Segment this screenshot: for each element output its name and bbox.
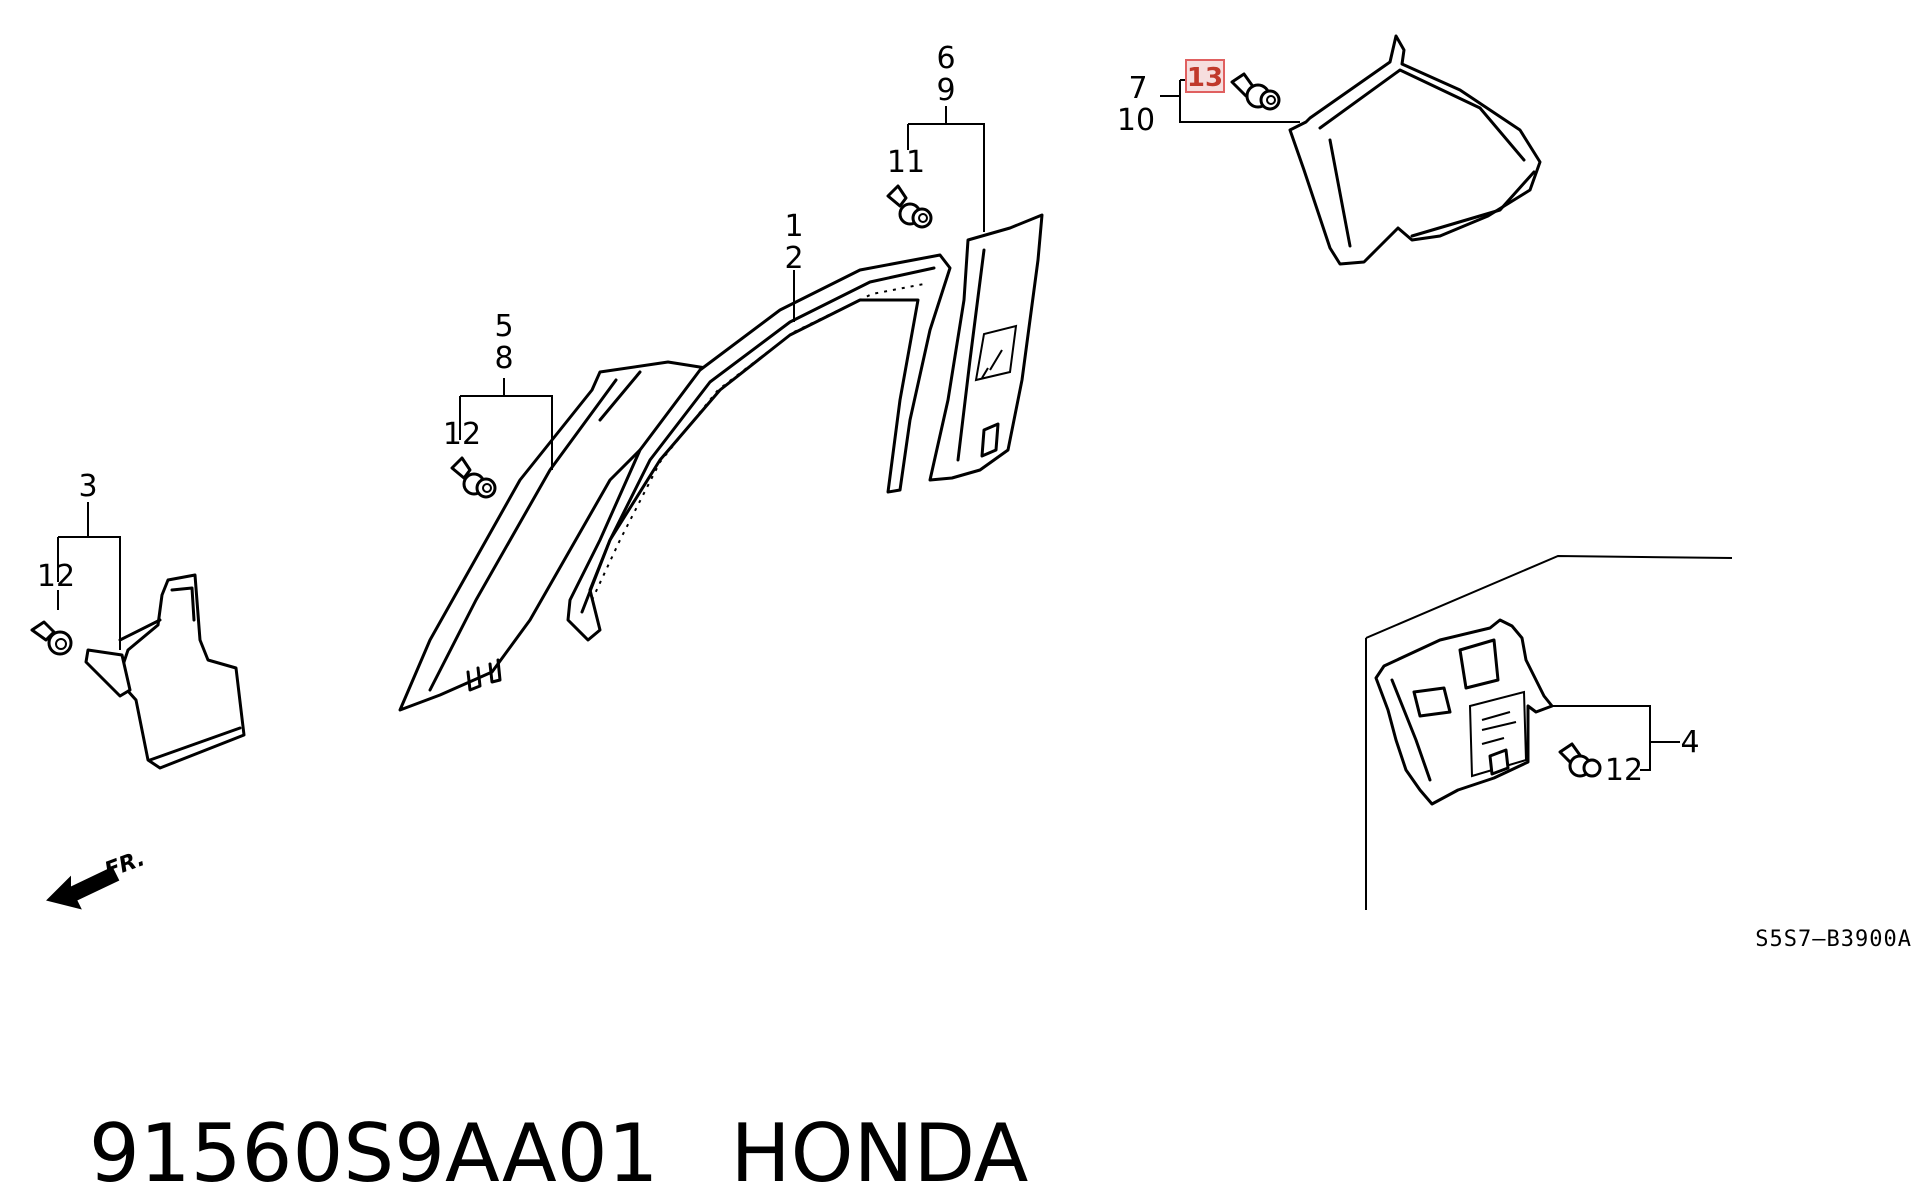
callout-4: 4	[1680, 725, 1699, 760]
callout-5: 5	[494, 309, 513, 344]
diagram-code: S5S7—B3900A	[1755, 927, 1912, 952]
callout-13-highlight	[1185, 59, 1225, 93]
callout-12-right: 12	[1605, 753, 1643, 788]
callouts: 1 2 3 4 5 8 6 9 7 10 11 12 12 12 13	[37, 41, 1700, 788]
leader-3	[57, 502, 121, 650]
part-3-kick-panel	[84, 573, 246, 770]
footer: 91560S9AA01 HONDA	[38, 1010, 1029, 1200]
part-6-b-pillar-garnish	[928, 213, 1044, 482]
callout-1: 1	[784, 209, 803, 244]
inset-box-part-4	[1365, 554, 1733, 910]
leader-4	[1552, 705, 1680, 771]
callout-7: 7	[1128, 71, 1147, 106]
leader-6-9	[907, 106, 985, 232]
front-direction-arrow-icon: FR.	[46, 846, 149, 910]
callout-10: 10	[1117, 103, 1155, 138]
clip-12-left	[30, 620, 73, 656]
direction-label: FR.	[102, 846, 149, 883]
callout-12-left: 12	[37, 559, 75, 594]
part-7-c-pillar-garnish	[1288, 34, 1542, 266]
clip-13	[1230, 72, 1281, 111]
part-4-rear-trim	[1374, 618, 1554, 806]
callout-11: 11	[887, 145, 925, 180]
clip-11	[886, 184, 933, 229]
callout-12-middle: 12	[443, 417, 481, 452]
parts-diagram: FR. 1 2 3 4 5 8 6 9 7 10 11 12 12 12 13 …	[30, 34, 1912, 952]
callout-2: 2	[784, 241, 803, 276]
leader-5-8	[459, 378, 553, 470]
callout-6: 6	[936, 41, 955, 76]
clip-12-middle	[450, 456, 497, 499]
part-number: 91560S9AA01	[88, 1107, 659, 1200]
part-1-weatherstrip	[566, 253, 952, 642]
clip-12-right	[1558, 742, 1602, 778]
callout-8: 8	[494, 341, 513, 376]
callout-13: 13	[1187, 63, 1223, 93]
callout-9: 9	[936, 73, 955, 108]
callout-3: 3	[78, 469, 97, 504]
brand-name: HONDA	[730, 1107, 1029, 1200]
